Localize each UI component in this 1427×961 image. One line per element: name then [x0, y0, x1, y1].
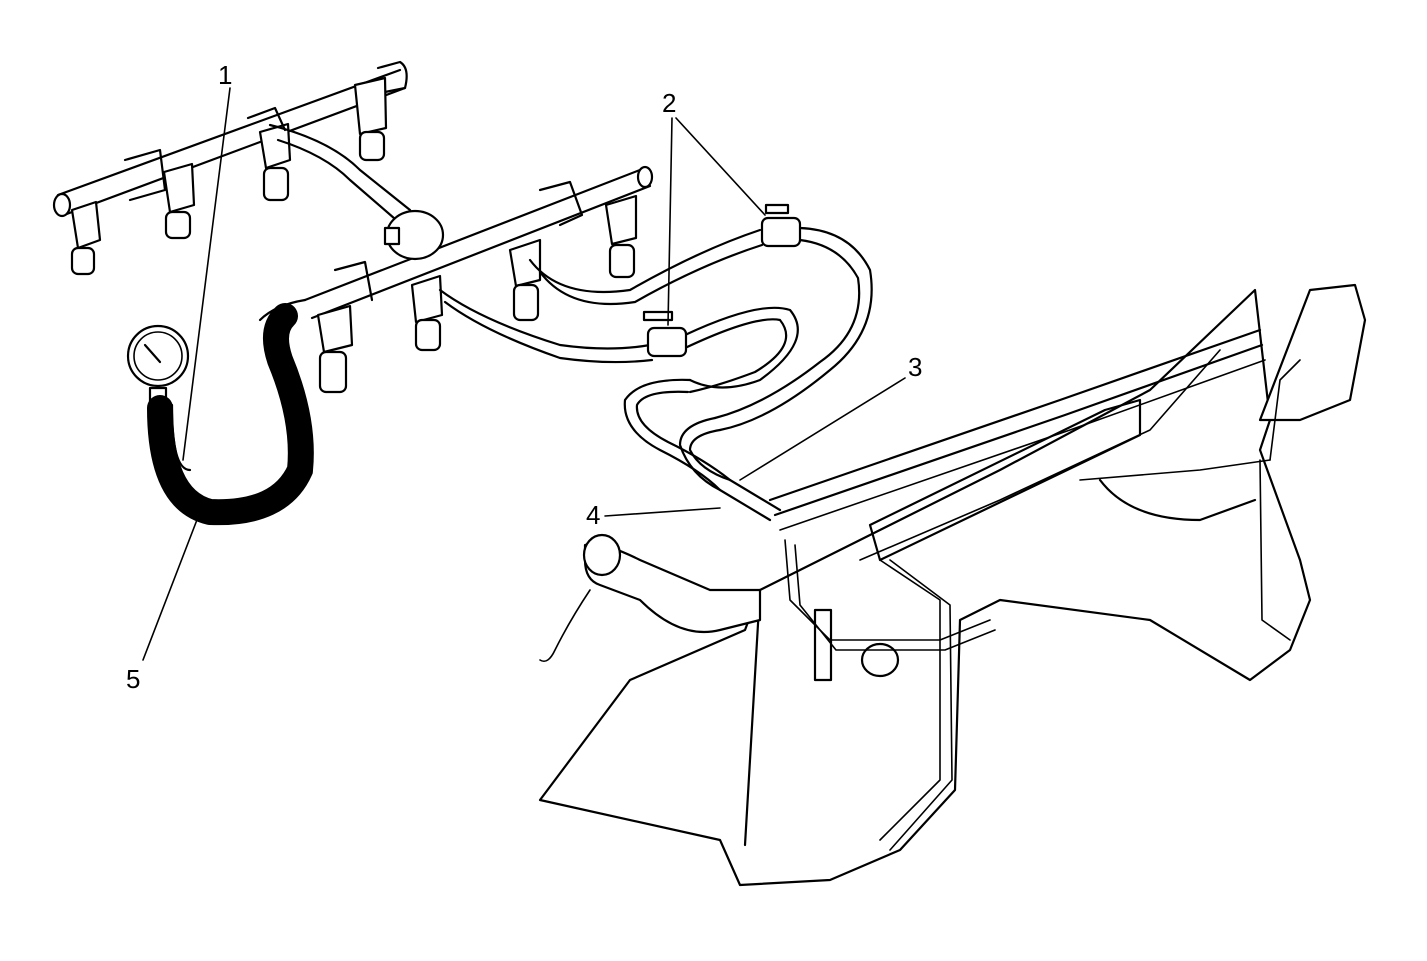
callout-5: 5 [126, 511, 201, 694]
gauge-hose [147, 298, 314, 526]
fuel-pressure-regulator [383, 209, 445, 261]
injector [410, 274, 444, 352]
injector [353, 76, 388, 162]
svg-text:2: 2 [662, 88, 676, 118]
callout-1: 1 [182, 60, 232, 461]
svg-text:4: 4 [586, 500, 600, 530]
fuel-tank [538, 283, 1367, 887]
callout-3: 3 [739, 352, 922, 481]
svg-text:1: 1 [218, 60, 232, 90]
injector [258, 122, 292, 202]
front-fuel-rail [303, 165, 654, 394]
svg-text:5: 5 [126, 664, 140, 694]
fuel-lines [438, 226, 873, 522]
tank-fuel-pipes [768, 328, 1301, 851]
fuel-line-clip [642, 310, 688, 358]
injector [162, 162, 196, 240]
injector [604, 194, 638, 279]
callout-4: 4 [586, 500, 721, 530]
crossover-tube [268, 123, 412, 227]
fuel-line-clip [760, 203, 802, 248]
injector [316, 304, 354, 394]
rear-fuel-rail [52, 60, 408, 276]
injector [508, 238, 542, 322]
callout-2: 2 [662, 88, 766, 326]
svg-text:3: 3 [908, 352, 922, 382]
injector [70, 200, 102, 276]
